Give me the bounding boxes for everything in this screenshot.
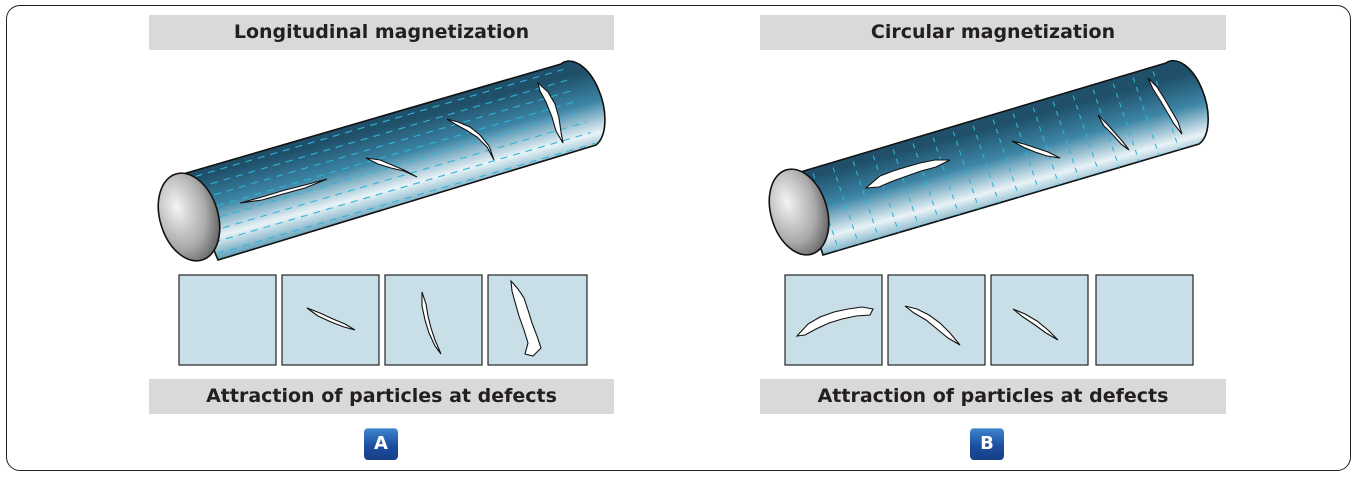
panel-a-badge: A <box>364 428 398 460</box>
panel-b-caption: Attraction of particles at defects <box>760 379 1226 414</box>
rod-b <box>768 59 1209 256</box>
inset-b-4 <box>1095 274 1194 366</box>
insets-a <box>178 274 588 366</box>
panel-a-caption: Attraction of particles at defects <box>149 379 614 414</box>
inset-a-3 <box>384 274 483 366</box>
panel-a-title: Longitudinal magnetization <box>149 15 614 50</box>
figure-frame <box>6 5 1351 471</box>
panel-b-title: Circular magnetization <box>760 15 1226 50</box>
inset-a-1 <box>178 274 277 366</box>
panel-b-badge: B <box>970 428 1004 460</box>
inset-b-3 <box>990 274 1089 366</box>
insets-b <box>784 274 1194 366</box>
rod-a <box>157 60 606 262</box>
